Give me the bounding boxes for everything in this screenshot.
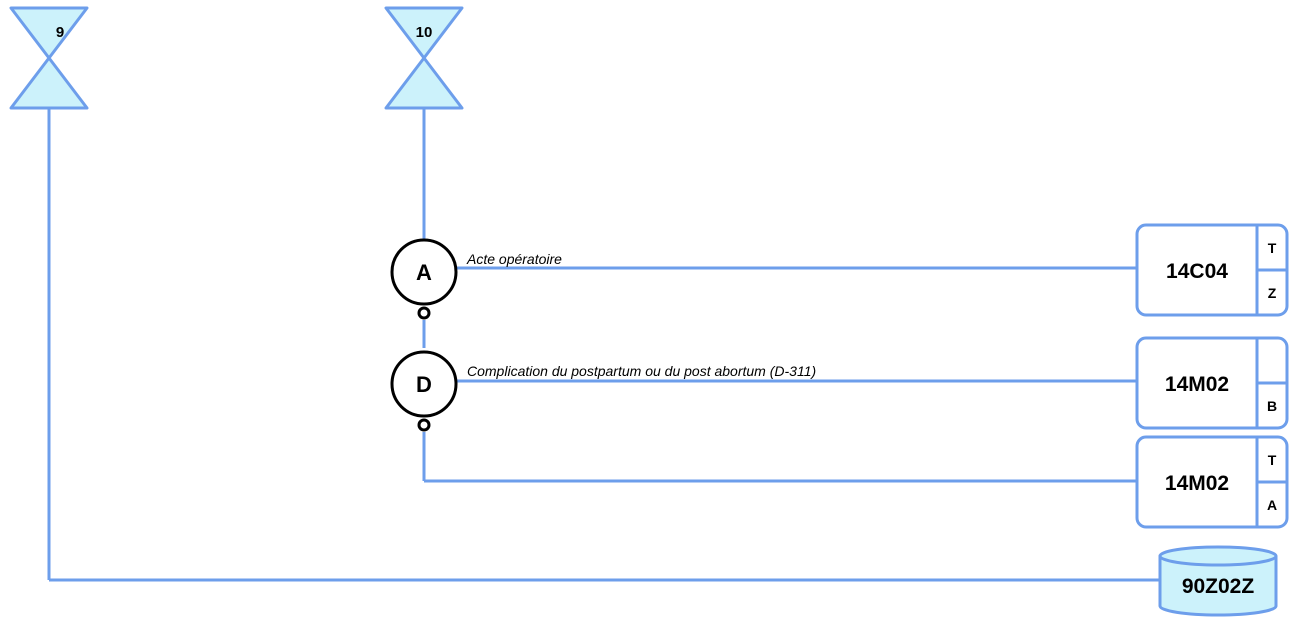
- terminal-cylinder: 90Z02Z: [1158, 545, 1278, 617]
- ghm-code: 14M02: [1165, 373, 1229, 396]
- entry-label: 9: [56, 24, 64, 41]
- decision-caption: Complication du postpartum ou du post ab…: [467, 363, 816, 379]
- ghm-severity-bottom: B: [1267, 398, 1277, 414]
- decision-node-d: D Complication du postpartum ou du post …: [390, 350, 816, 432]
- decision-letter: D: [416, 372, 432, 397]
- entry-10-hourglass: 10: [384, 6, 464, 110]
- ghm-severity-top: T: [1268, 240, 1277, 256]
- decision-output-port: [417, 418, 431, 432]
- ghm-code: 14C04: [1166, 260, 1228, 283]
- decision-circle: [390, 350, 458, 418]
- decision-caption: Acte opératoire: [466, 251, 562, 267]
- cylinder-top: [1158, 545, 1278, 567]
- decision-letter: A: [416, 260, 432, 285]
- ghm-severity-top: T: [1268, 452, 1277, 468]
- terminal-code: 90Z02Z: [1182, 575, 1255, 598]
- decision-circle: [390, 238, 458, 306]
- ghm-box-14m02-b: 14M02 B: [1135, 336, 1289, 430]
- entry-9-hourglass: 9: [9, 6, 89, 110]
- hourglass-icon: [9, 6, 89, 110]
- ghm-severity-bottom: Z: [1268, 285, 1277, 301]
- decision-node-a: A Acte opératoire: [390, 238, 562, 320]
- cylinder-body: [1158, 556, 1278, 617]
- connectors: [47, 108, 1162, 582]
- entry-label: 10: [416, 24, 433, 41]
- ghm-severity-bottom: A: [1267, 497, 1277, 513]
- ghm-box-14c04: 14C04 T Z: [1135, 223, 1289, 317]
- ghm-code: 14M02: [1165, 472, 1229, 495]
- decision-output-port: [417, 306, 431, 320]
- ghm-box-14m02-a: 14M02 T A: [1135, 435, 1289, 529]
- hourglass-icon: [384, 6, 464, 110]
